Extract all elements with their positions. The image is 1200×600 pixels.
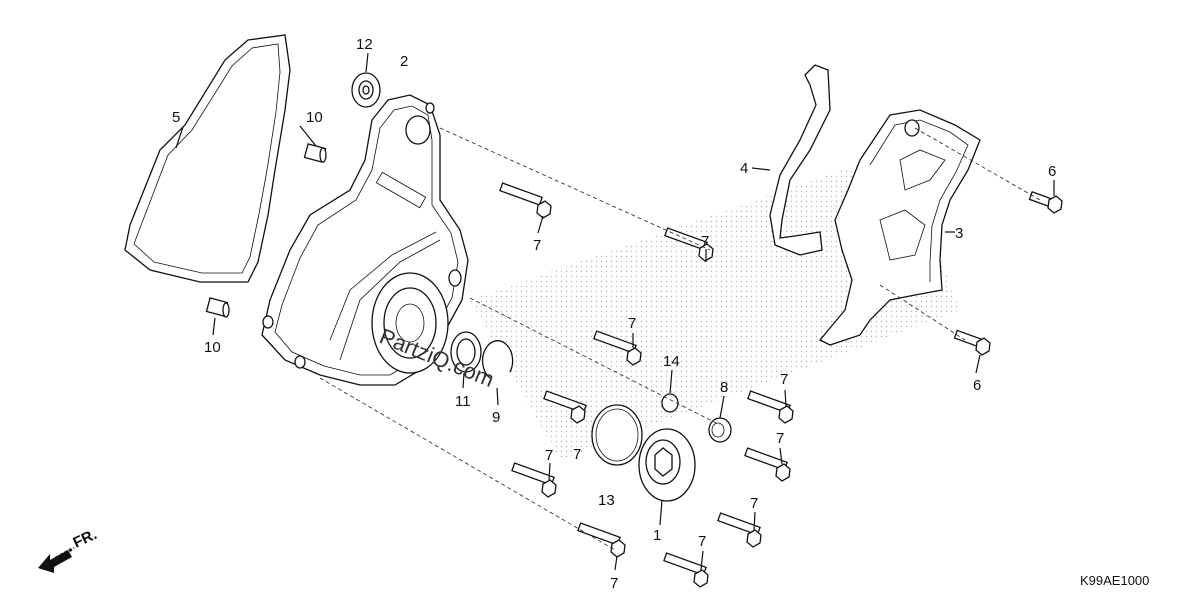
callout-1: 1 — [653, 527, 661, 544]
bolt-7-c — [593, 330, 642, 366]
callout-9: 9 — [492, 409, 500, 426]
bearing — [351, 72, 381, 108]
dowel-pin-lower — [205, 297, 230, 318]
callout-7-j: 7 — [610, 575, 618, 592]
bolt-7-i — [577, 522, 626, 558]
front-arrow-icon — [38, 546, 75, 573]
gasket-inner — [133, 43, 281, 274]
bolt-6-lower — [953, 329, 991, 356]
bolt-7-h — [717, 512, 762, 548]
callout-7-f: 7 — [573, 446, 581, 463]
bolt-7-g — [511, 462, 557, 498]
callout-7-d: 7 — [780, 371, 788, 388]
callout-11: 11 — [455, 393, 471, 410]
leader-lines — [175, 52, 1055, 571]
bolt-6-upper — [1028, 190, 1063, 214]
plug — [708, 417, 732, 443]
cap — [638, 428, 696, 502]
alignment-line — [319, 377, 616, 551]
callout-4: 4 — [740, 160, 748, 177]
bolt-7-j — [663, 552, 709, 588]
alignment-line — [914, 127, 1041, 201]
callout-7-b: 7 — [701, 233, 709, 250]
callout-7-a: 7 — [533, 237, 541, 254]
bracket — [769, 64, 831, 256]
callout-7-e: 7 — [776, 430, 784, 447]
front-label: FR. — [71, 526, 100, 552]
bolt-7-d — [543, 390, 587, 424]
callout-14: 14 — [663, 353, 680, 370]
callout-3: 3 — [955, 225, 963, 242]
large-o-ring — [591, 404, 643, 466]
callout-10-lower: 10 — [204, 339, 221, 356]
circlip — [481, 340, 514, 379]
alignment-line — [469, 297, 721, 426]
callout-7-g: 7 — [545, 447, 553, 464]
callout-10-upper: 10 — [306, 109, 323, 126]
callout-7-i: 7 — [698, 533, 706, 550]
small-o-ring — [661, 393, 679, 413]
alignment-line — [439, 127, 711, 251]
callout-8: 8 — [720, 379, 728, 396]
sprocket-cover — [818, 109, 981, 346]
drawing-code: K99AE1000 — [1080, 573, 1149, 588]
callout-2: 2 — [400, 53, 408, 70]
gasket — [124, 34, 291, 283]
callout-12: 12 — [356, 36, 373, 53]
alignment-line — [879, 284, 966, 341]
callout-7-h: 7 — [750, 495, 758, 512]
callout-7-c: 7 — [628, 315, 636, 332]
callout-5: 5 — [172, 109, 180, 126]
callout-13: 13 — [598, 492, 615, 509]
crankcase-cover — [261, 94, 469, 386]
callout-6-upper: 6 — [1048, 163, 1056, 180]
oil-seal — [450, 331, 482, 373]
bolt-7-a — [499, 182, 552, 219]
bolt-7-e — [747, 390, 794, 424]
dowel-pin-upper — [303, 143, 327, 163]
bolt-7-f — [744, 447, 791, 482]
callout-6-lower: 6 — [973, 377, 981, 394]
